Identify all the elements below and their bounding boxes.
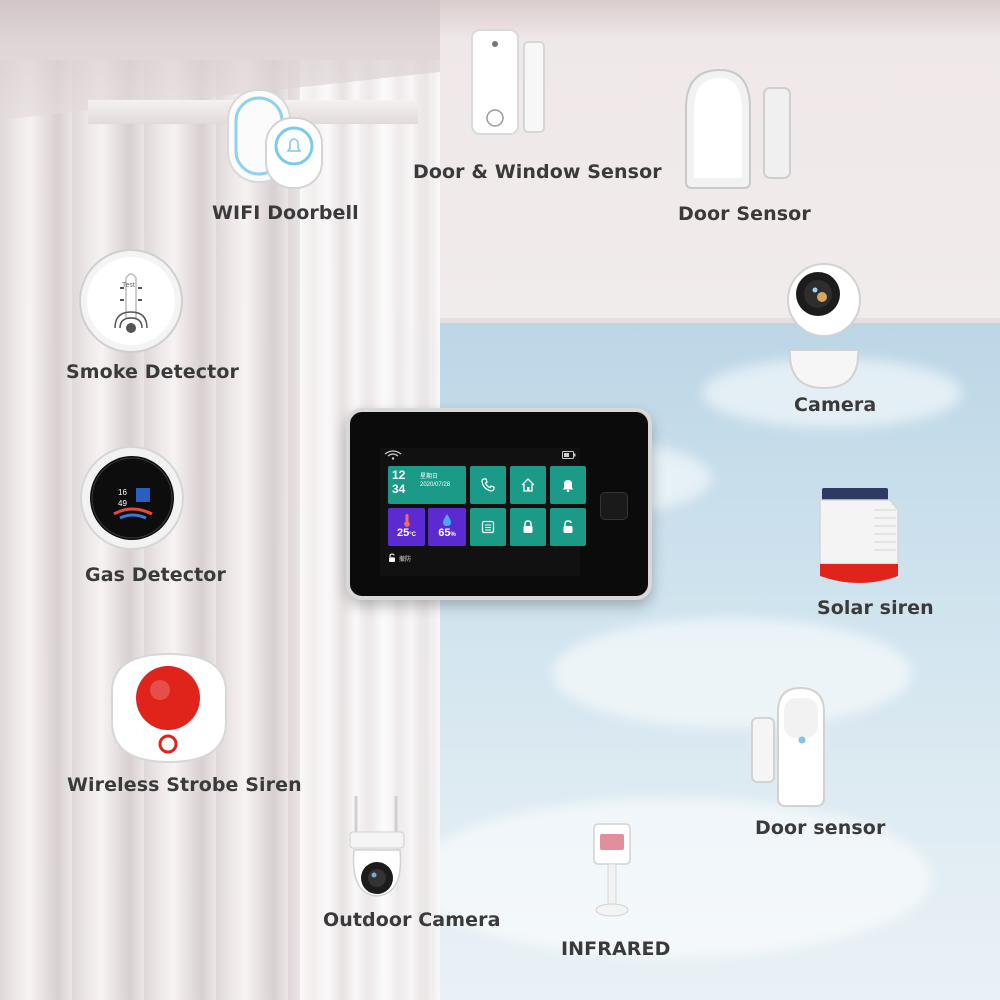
gas-detector-label: Gas Detector	[85, 564, 226, 586]
temperature-unit: °C	[409, 532, 416, 538]
outdoor-camera-device	[346, 794, 408, 898]
wifi-icon	[384, 450, 402, 460]
outdoor-camera-label: Outdoor Camera	[323, 909, 501, 931]
door-sensor-top-label: Door Sensor	[678, 203, 811, 225]
list-icon	[481, 520, 495, 534]
gas-reading-bottom: 49	[118, 499, 127, 508]
smoke-test-label: Test	[122, 282, 135, 289]
wifi-doorbell-label: WIFI Doorbell	[212, 202, 359, 224]
arm-status: 撤防	[388, 553, 411, 563]
alarm-control-panel[interactable]: 12 34 星期日 2020/07/28	[346, 408, 652, 600]
clock-hour: 12	[392, 468, 406, 482]
phone-icon	[481, 478, 495, 492]
infrared-sensor-device	[590, 822, 634, 918]
humidity-unit: %	[450, 532, 456, 538]
wifi-doorbell-device	[226, 88, 326, 192]
gas-reading-top: 16	[118, 488, 127, 497]
door-sensor-bottom-device	[750, 686, 828, 810]
door-window-sensor-device	[470, 28, 546, 138]
clock-minute: 34	[392, 482, 406, 496]
panel-screen[interactable]: 12 34 星期日 2020/07/28	[380, 448, 586, 576]
infrared-label: INFRARED	[561, 938, 671, 960]
solar-siren-device	[818, 488, 900, 592]
humidity-tile[interactable]: 65%	[428, 508, 466, 546]
bell-tile[interactable]	[550, 466, 586, 504]
disarm-tile[interactable]	[550, 508, 586, 546]
arm-tile[interactable]	[510, 508, 546, 546]
temperature-value: 25	[397, 527, 410, 539]
unlock-icon	[562, 520, 574, 534]
humidity-value: 65	[438, 527, 451, 539]
droplet-icon	[442, 513, 452, 527]
wireless-strobe-siren-label: Wireless Strobe Siren	[67, 774, 302, 796]
log-tile[interactable]	[470, 508, 506, 546]
door-sensor-bottom-label: Door sensor	[755, 817, 886, 839]
bell-icon	[561, 478, 575, 492]
lock-icon	[522, 520, 534, 534]
camera-label: Camera	[794, 394, 877, 416]
temperature-tile[interactable]: 25°C	[388, 508, 425, 546]
door-sensor-top-device	[684, 68, 792, 192]
clock-tile[interactable]: 12 34 星期日 2020/07/28	[388, 466, 466, 504]
status-unlock-icon	[388, 553, 396, 563]
smoke-detector-label: Smoke Detector	[66, 361, 239, 383]
wireless-strobe-siren-device	[108, 652, 230, 764]
solar-siren-label: Solar siren	[817, 597, 934, 619]
home-icon	[521, 478, 535, 492]
door-window-sensor-label: Door & Window Sensor	[413, 161, 662, 183]
home-tile[interactable]	[510, 466, 546, 504]
fingerprint-reader[interactable]	[600, 492, 628, 520]
arm-status-text: 撤防	[399, 556, 412, 563]
battery-icon	[562, 451, 576, 459]
status-bar	[380, 448, 580, 462]
clock-weekday: 星期日	[420, 474, 439, 480]
gas-detector-device: 16 49	[80, 444, 184, 552]
smoke-detector-device: Test	[78, 248, 184, 354]
camera-device	[782, 262, 866, 390]
phone-tile[interactable]	[470, 466, 506, 504]
clock-date: 2020/07/28	[420, 482, 451, 488]
thermometer-icon	[403, 513, 411, 527]
window-frame	[372, 318, 1000, 323]
